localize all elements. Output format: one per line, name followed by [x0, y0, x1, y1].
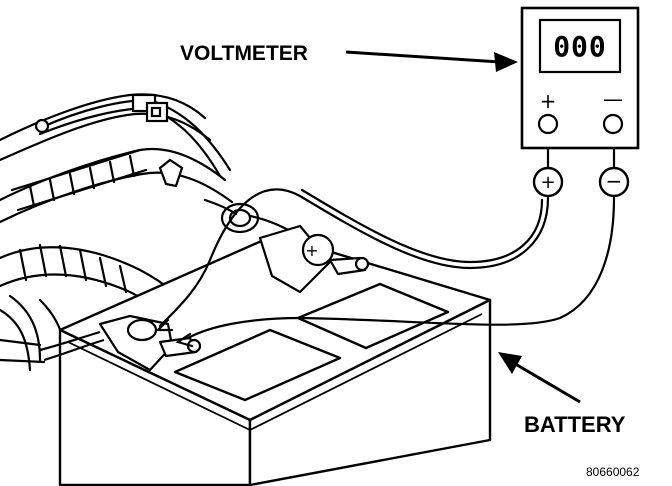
voltmeter: 000 + — — [520, 6, 640, 150]
voltmeter-positive-jack — [537, 113, 559, 135]
meter-cords — [546, 148, 616, 168]
negative-probe: − — [598, 166, 630, 198]
negative-terminal — [39, 314, 202, 372]
voltmeter-display — [538, 18, 622, 74]
voltmeter-callout: VOLTMETER — [180, 42, 518, 72]
voltmeter-readout: 000 — [553, 30, 607, 63]
battery-callout: BATTERY — [498, 352, 626, 437]
positive-probe-symbol: + — [540, 172, 555, 193]
battery-positive-post-symbol: + — [305, 241, 318, 260]
positive-terminal — [258, 224, 370, 294]
test-leads — [155, 188, 616, 348]
voltmeter-minus-label: — — [603, 87, 623, 111]
battery-callout-arrow — [498, 352, 522, 374]
positive-probe: + — [532, 166, 564, 198]
battery-body — [58, 233, 492, 486]
voltmeter-label: VOLTMETER — [180, 42, 308, 65]
negative-probe-symbol: − — [606, 169, 623, 193]
battery-label: BATTERY — [524, 412, 626, 437]
voltmeter-negative-jack — [602, 113, 624, 135]
voltmeter-plus-label: + — [540, 89, 557, 113]
voltmeter-callout-arrow — [494, 52, 518, 72]
figure-number: 80660062 — [586, 465, 640, 479]
